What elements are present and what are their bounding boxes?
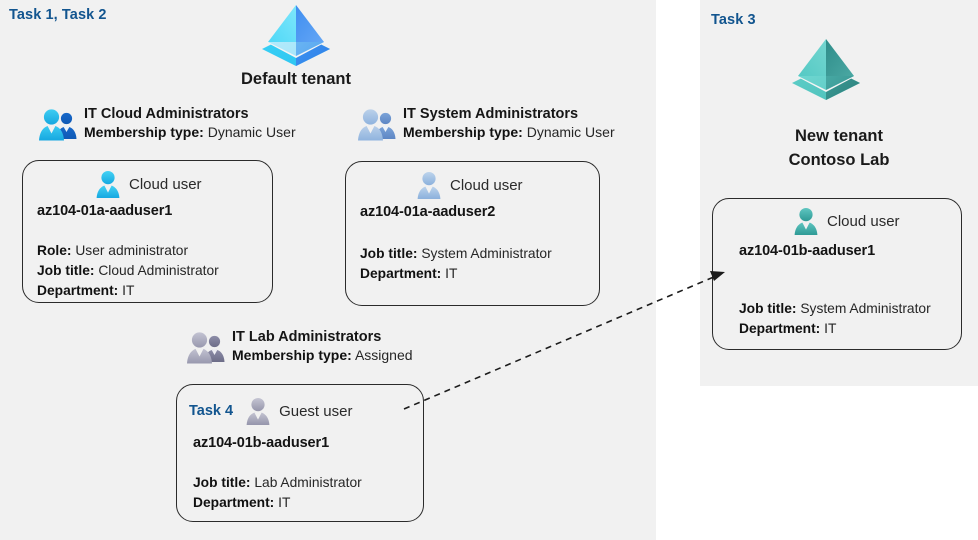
card-upn: az104-01b-aaduser1: [193, 435, 330, 451]
group-membership-value: Assigned: [354, 347, 413, 363]
card-prop-label: Department:: [739, 321, 821, 336]
group-membership-label: Membership type:: [403, 124, 523, 140]
group-name: IT System Administrators: [403, 106, 579, 122]
azure-tenant-icon-new: [788, 36, 864, 102]
group-it-cloud-administrators: IT Cloud Administrators Membership type:…: [38, 106, 296, 142]
user-card-aaduser2: Cloud user az104-01a-aaduser2 Job title:…: [345, 161, 600, 306]
group-membership: Membership type: Assigned: [232, 347, 413, 363]
group-membership-label: Membership type:: [232, 347, 352, 363]
card-prop-value: IT: [445, 266, 458, 281]
card-prop-jobtitle: Job title: System Administrator: [360, 244, 552, 264]
card-prop-department: Department: IT: [37, 281, 219, 301]
cloud-user-icon: [93, 169, 123, 199]
task-label-left: Task 1, Task 2: [9, 7, 107, 23]
card-prop-label: Job title:: [193, 475, 251, 490]
card-prop-label: Role:: [37, 243, 72, 258]
card-user-type: Guest user: [279, 402, 353, 420]
new-tenant-caption-line2: Contoso Lab: [788, 150, 890, 169]
group-users-icon: [186, 331, 226, 365]
card-prop-label: Job title:: [360, 246, 418, 261]
card-properties: Job title: Lab Administrator Department:…: [193, 473, 362, 513]
cloud-user-icon: [414, 170, 444, 200]
group-name: IT Lab Administrators: [232, 329, 382, 345]
card-prop-value: System Administrator: [421, 246, 552, 261]
cloud-user-icon: [791, 206, 821, 236]
card-upn: az104-01a-aaduser1: [37, 203, 173, 219]
card-user-header: Cloud user: [414, 170, 523, 200]
group-membership-label: Membership type:: [84, 124, 204, 140]
group-it-lab-administrators: IT Lab Administrators Membership type: A…: [186, 329, 413, 365]
user-card-aaduser1: Cloud user az104-01a-aaduser1 Role: User…: [22, 160, 273, 303]
group-users-icon: [38, 108, 78, 142]
card-prop-jobtitle: Job title: Cloud Administrator: [37, 261, 219, 281]
card-prop-department: Department: IT: [360, 264, 552, 284]
user-card-guest-aaduser1b: Task 4 Guest user az104-01b-aaduser1 Job…: [176, 384, 424, 522]
card-upn: az104-01b-aaduser1: [739, 243, 876, 259]
card-user-type: Cloud user: [827, 212, 900, 230]
group-it-system-administrators: IT System Administrators Membership type…: [357, 106, 615, 142]
card-prop-label: Department:: [193, 495, 275, 510]
card-prop-role: Role: User administrator: [37, 241, 219, 261]
card-prop-value: Lab Administrator: [254, 475, 362, 490]
new-tenant-caption: New tenant Contoso Lab: [712, 125, 966, 173]
guest-user-icon: [243, 396, 273, 426]
card-prop-value: IT: [278, 495, 291, 510]
group-name: IT Cloud Administrators: [84, 106, 249, 122]
card-prop-value: IT: [824, 321, 837, 336]
card-prop-value: Cloud Administrator: [98, 263, 219, 278]
group-users-icon: [357, 108, 397, 142]
card-user-header: Cloud user: [791, 206, 900, 236]
card-properties: Job title: System Administrator Departme…: [360, 244, 552, 284]
card-prop-value: IT: [122, 283, 135, 298]
card-prop-label: Job title:: [37, 263, 95, 278]
card-prop-value: System Administrator: [800, 301, 931, 316]
group-membership-value: Dynamic User: [526, 124, 615, 140]
card-task-label: Task 4: [189, 403, 234, 419]
card-prop-jobtitle: Job title: Lab Administrator: [193, 473, 362, 493]
card-user-header: Cloud user: [93, 169, 202, 199]
card-upn: az104-01a-aaduser2: [360, 204, 496, 220]
default-tenant-caption: Default tenant: [240, 70, 351, 88]
card-prop-jobtitle: Job title: System Administrator: [739, 299, 931, 319]
card-prop-department: Department: IT: [193, 493, 362, 513]
group-membership: Membership type: Dynamic User: [403, 124, 615, 140]
card-prop-department: Department: IT: [739, 319, 931, 339]
group-membership: Membership type: Dynamic User: [84, 124, 296, 140]
card-properties: Role: User administrator Job title: Clou…: [37, 241, 219, 301]
card-prop-value: User administrator: [75, 243, 189, 258]
azure-tenant-icon-default: [258, 2, 334, 68]
card-user-type: Cloud user: [450, 176, 523, 194]
card-properties: Job title: System Administrator Departme…: [739, 299, 931, 339]
card-prop-label: Department:: [37, 283, 119, 298]
user-card-aaduser1b-cloud: Cloud user az104-01b-aaduser1 Job title:…: [712, 198, 962, 350]
task-label-right: Task 3: [711, 12, 756, 28]
card-prop-label: Job title:: [739, 301, 797, 316]
card-user-header: Task 4 Guest user: [189, 396, 352, 426]
new-tenant-caption-line1: New tenant: [794, 127, 883, 145]
card-user-type: Cloud user: [129, 175, 202, 193]
card-prop-label: Department:: [360, 266, 442, 281]
group-membership-value: Dynamic User: [207, 124, 296, 140]
